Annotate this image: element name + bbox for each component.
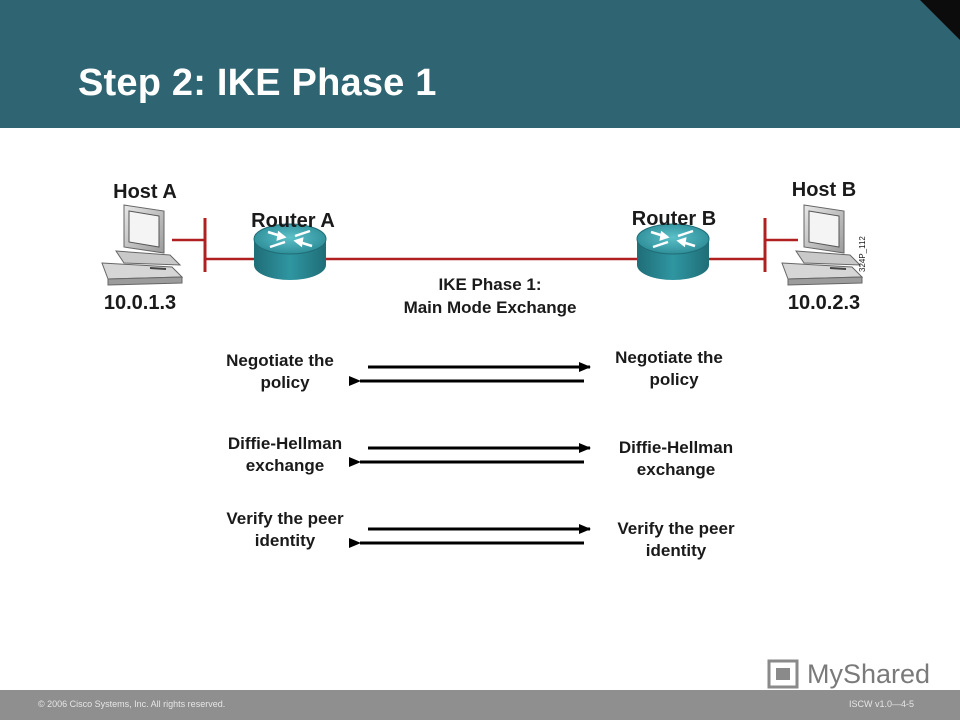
router-b-label: Router B xyxy=(631,208,717,230)
link-label-line1: IKE Phase 1: xyxy=(438,275,542,294)
title-banner: Step 2: IKE Phase 1 xyxy=(0,0,960,128)
exchange-1-left-label: Negotiate the policy xyxy=(190,350,370,394)
host-b-label: Host B xyxy=(791,179,857,201)
exchange-1-right-line2: policy xyxy=(649,370,699,389)
exchange-3-right-line1: Verify the peer xyxy=(617,519,735,538)
footer-copyright: © 2006 Cisco Systems, Inc. All rights re… xyxy=(38,699,226,709)
host-a-label: Host A xyxy=(113,181,177,203)
exchange-1-left-line2: policy xyxy=(260,373,310,392)
exchange-2-left-label: Diffie-Hellman exchange xyxy=(195,433,375,477)
footer-bar: © 2006 Cisco Systems, Inc. All rights re… xyxy=(0,690,960,720)
host-b-computer-icon xyxy=(781,204,864,286)
exchange-2-right-line1: Diffie-Hellman xyxy=(618,438,734,457)
slide-title: Step 2: IKE Phase 1 xyxy=(78,62,437,104)
exchange-3-left-line1: Verify the peer xyxy=(226,509,344,528)
link-label-line2: Main Mode Exchange xyxy=(403,298,577,317)
host-a-computer-icon xyxy=(101,204,184,286)
exchange-1-right-line1: Negotiate the xyxy=(615,348,723,367)
router-a-icon xyxy=(253,223,327,280)
figure-id: 324P_112 xyxy=(858,236,867,272)
exchange-2-right-line2: exchange xyxy=(636,460,716,479)
host-b-ip-address: 10.0.2.3 xyxy=(787,292,861,314)
exchange-2-right-label: Diffie-Hellman exchange xyxy=(586,437,766,481)
exchange-1-right-label: Negotiate the policy xyxy=(579,347,759,391)
watermark-brand: MyShared xyxy=(807,659,931,689)
watermark-logo-icon xyxy=(767,659,799,689)
exchange-3-left-label: Verify the peer identity xyxy=(195,508,375,552)
exchange-2-left-line1: Diffie-Hellman xyxy=(227,434,343,453)
corner-accent xyxy=(920,0,960,40)
exchange-1-left-line1: Negotiate the xyxy=(226,351,334,370)
exchange-2-left-line2: exchange xyxy=(245,456,325,475)
router-b-icon xyxy=(636,223,710,280)
router-a-label: Router A xyxy=(251,210,335,232)
host-a-ip-address: 10.0.1.3 xyxy=(103,292,177,314)
exchange-3-right-label: Verify the peer identity xyxy=(586,518,766,562)
watermark-logo: MyShared xyxy=(767,657,931,691)
footer-course-id: ISCW v1.0—4-5 xyxy=(848,699,914,709)
exchange-3-right-line2: identity xyxy=(645,541,707,560)
exchange-3-left-line2: identity xyxy=(254,531,316,550)
